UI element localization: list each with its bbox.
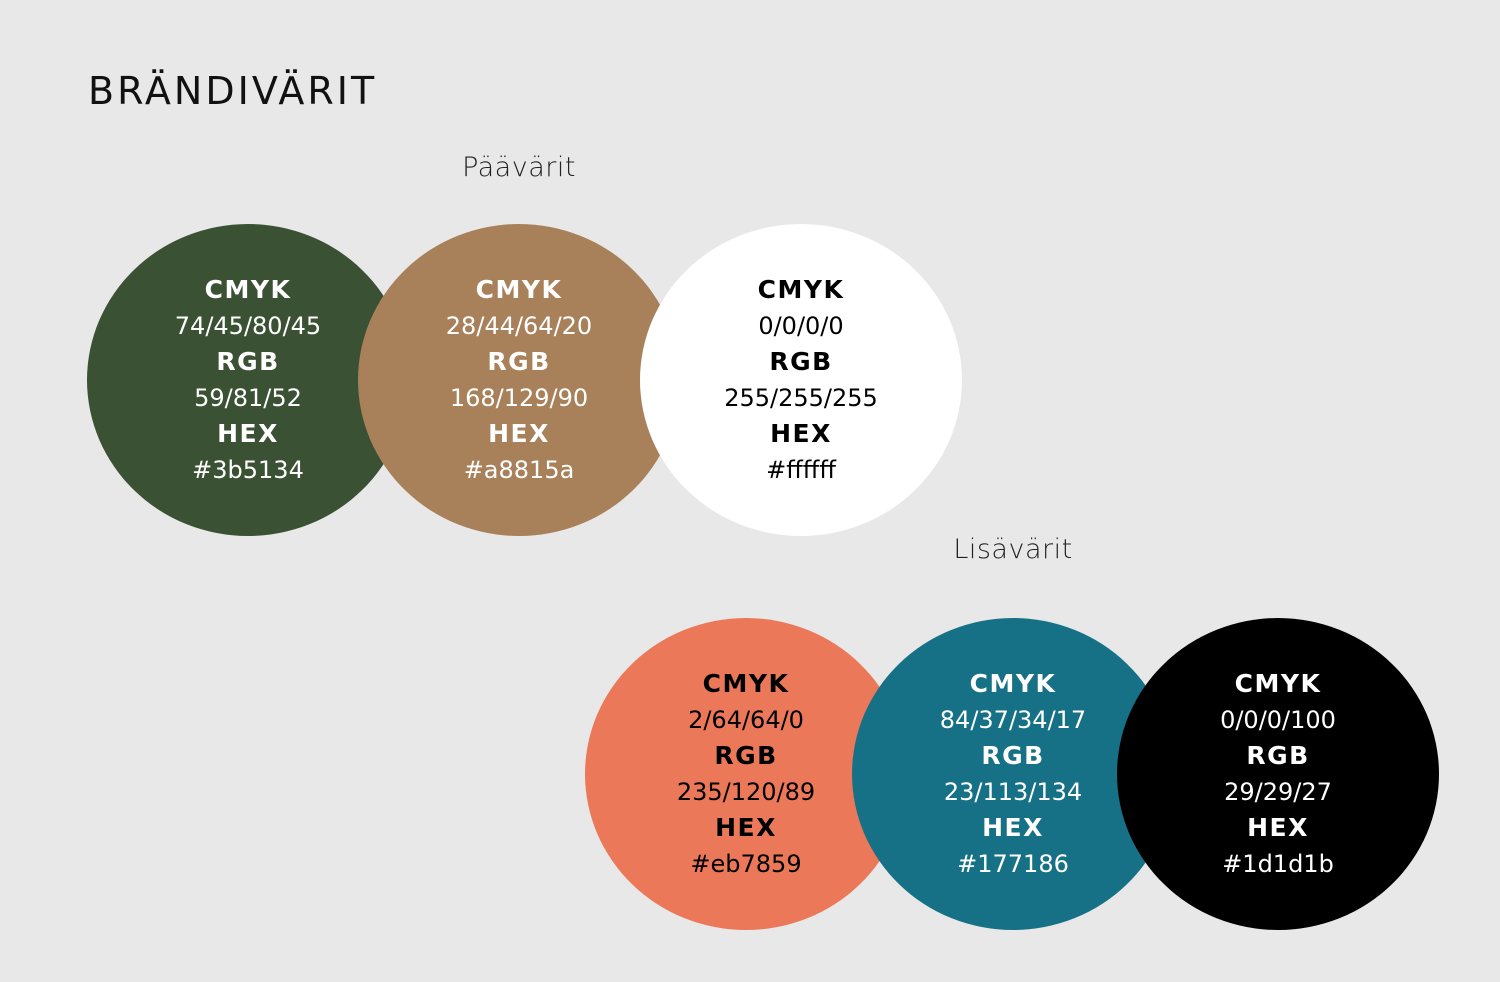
rgb-value: 235/120/89 bbox=[676, 778, 816, 806]
rgb-label: RGB bbox=[769, 347, 833, 376]
swatch-primary-white: CMYK 0/0/0/0 RGB 255/255/255 HEX #ffffff bbox=[640, 224, 962, 536]
rgb-label: RGB bbox=[216, 347, 280, 376]
rgb-value: 59/81/52 bbox=[194, 384, 302, 412]
rgb-value: 255/255/255 bbox=[724, 384, 878, 412]
cmyk-value: 0/0/0/0 bbox=[758, 312, 844, 340]
rgb-label: RGB bbox=[1246, 741, 1310, 770]
hex-value: #1d1d1b bbox=[1222, 850, 1334, 878]
hex-label: HEX bbox=[217, 419, 279, 448]
swatch-primary-green: CMYK 74/45/80/45 RGB 59/81/52 HEX #3b513… bbox=[87, 224, 409, 536]
cmyk-value: 74/45/80/45 bbox=[174, 312, 322, 340]
cmyk-value: 0/0/0/100 bbox=[1220, 706, 1336, 734]
swatch-secondary-black: CMYK 0/0/0/100 RGB 29/29/27 HEX #1d1d1b bbox=[1117, 618, 1439, 930]
cmyk-label: CMYK bbox=[969, 669, 1057, 698]
hex-value: #177186 bbox=[957, 850, 1069, 878]
hex-value: #3b5134 bbox=[192, 456, 304, 484]
cmyk-label: CMYK bbox=[475, 275, 563, 304]
page-title: BRÄNDIVÄRIT bbox=[88, 69, 378, 113]
rgb-label: RGB bbox=[487, 347, 551, 376]
secondary-colors-heading: Lisävärit bbox=[953, 534, 1073, 565]
hex-label: HEX bbox=[770, 419, 832, 448]
hex-value: #ffffff bbox=[766, 456, 836, 484]
cmyk-label: CMYK bbox=[702, 669, 790, 698]
hex-value: #eb7859 bbox=[690, 850, 802, 878]
rgb-label: RGB bbox=[714, 741, 778, 770]
rgb-label: RGB bbox=[981, 741, 1045, 770]
cmyk-value: 28/44/64/20 bbox=[445, 312, 593, 340]
rgb-value: 29/29/27 bbox=[1224, 778, 1332, 806]
cmyk-label: CMYK bbox=[1234, 669, 1322, 698]
swatch-primary-brown: CMYK 28/44/64/20 RGB 168/129/90 HEX #a88… bbox=[358, 224, 680, 536]
cmyk-label: CMYK bbox=[204, 275, 292, 304]
hex-value: #a8815a bbox=[463, 456, 575, 484]
hex-label: HEX bbox=[1247, 813, 1309, 842]
hex-label: HEX bbox=[982, 813, 1044, 842]
rgb-value: 168/129/90 bbox=[449, 384, 589, 412]
cmyk-value: 84/37/34/17 bbox=[939, 706, 1087, 734]
hex-label: HEX bbox=[715, 813, 777, 842]
rgb-value: 23/113/134 bbox=[943, 778, 1083, 806]
cmyk-value: 2/64/64/0 bbox=[688, 706, 804, 734]
hex-label: HEX bbox=[488, 419, 550, 448]
primary-colors-heading: Päävärit bbox=[462, 152, 576, 183]
cmyk-label: CMYK bbox=[757, 275, 845, 304]
